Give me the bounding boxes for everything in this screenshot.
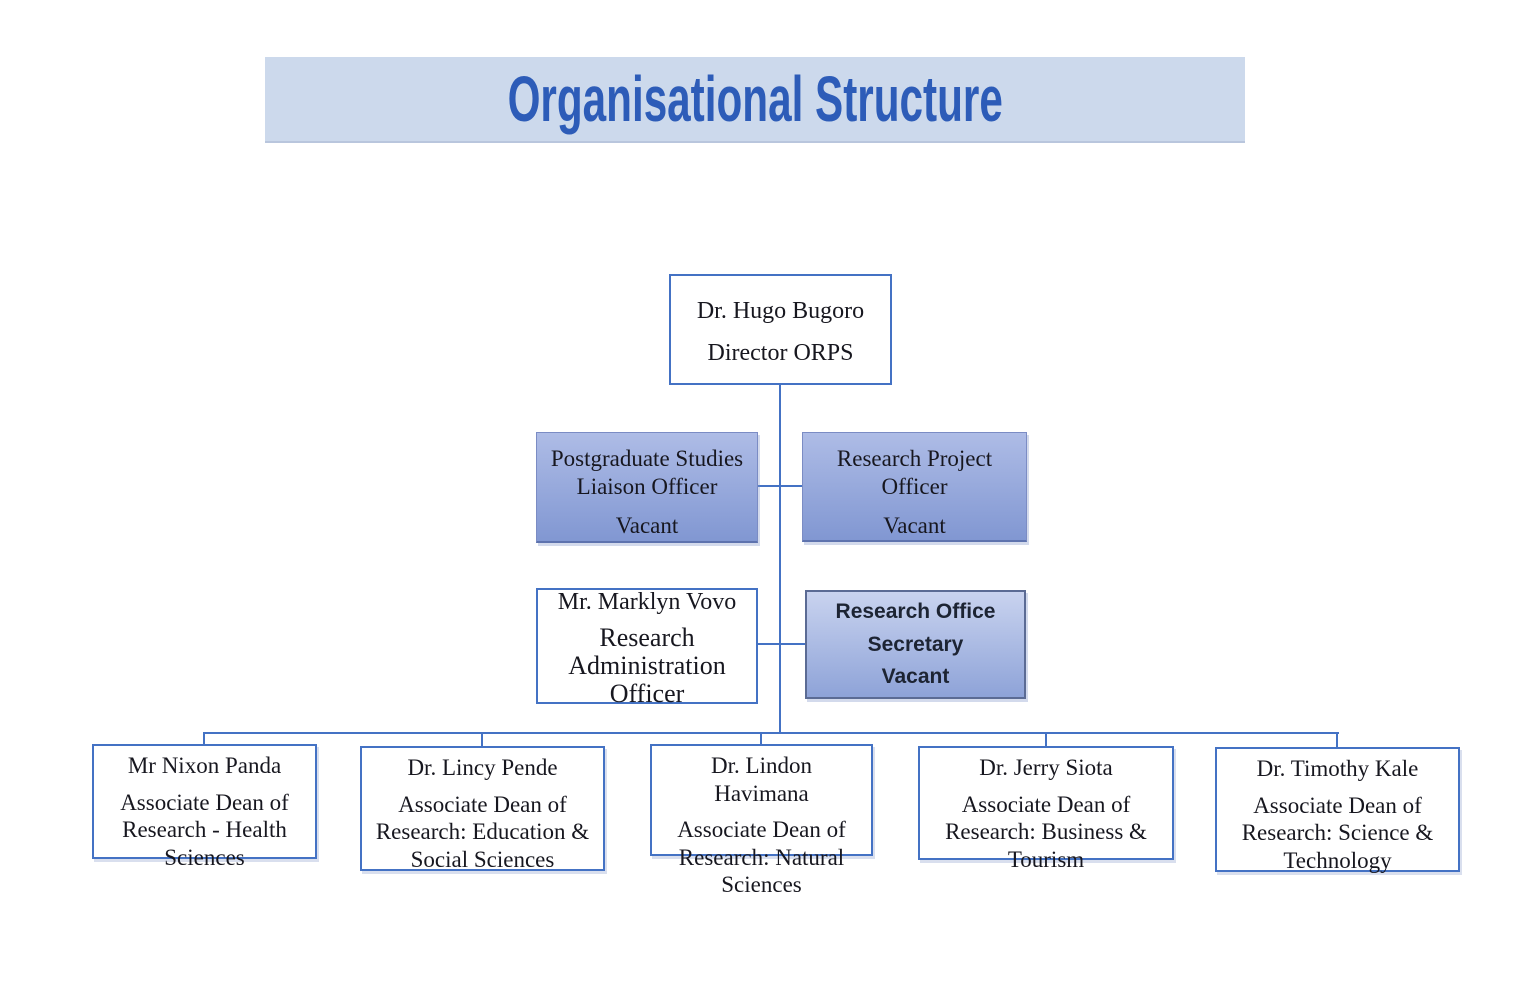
director-box: Dr. Hugo Bugoro Director ORPS <box>669 274 892 385</box>
person-name: Mr. Marklyn Vovo <box>557 589 737 615</box>
person-role: Director ORPS <box>707 340 854 366</box>
person-name: Dr. Lincy Pende <box>407 755 558 780</box>
connector-drop-dean-5 <box>1336 732 1338 749</box>
connector-drop-dean-1 <box>203 732 205 746</box>
vacancy-status: Vacant <box>883 513 946 539</box>
person-role: Research Administration Officer <box>568 622 726 708</box>
person-role: Associate Dean of Research: Science & Te… <box>1241 792 1434 873</box>
connector-drop-dean-4 <box>1045 732 1047 748</box>
vacancy-status: Vacant <box>615 513 679 539</box>
research-office-secretary-box: Research Office Secretary Vacant <box>805 590 1026 699</box>
dean-box-business-tourism: Dr. Jerry Siota Associate Dean of Resear… <box>918 746 1174 872</box>
connector-row3-horizontal <box>758 643 807 645</box>
role-label: Secretary <box>867 632 964 656</box>
title-banner: Organisational Structure <box>265 57 1245 143</box>
person-role: Associate Dean of Research: Business & T… <box>945 791 1147 872</box>
person-name: Dr. Jerry Siota <box>979 755 1113 780</box>
person-name: Dr. Hugo Bugoro <box>696 298 865 324</box>
connector-distributor-horizontal <box>203 732 1339 734</box>
person-name: Dr. Timothy Kale <box>1256 756 1419 781</box>
connector-trunk-vertical <box>779 385 781 734</box>
page-title: Organisational Structure <box>507 63 1003 135</box>
connector-drop-dean-3 <box>760 732 762 746</box>
role-line: Officer <box>881 473 948 499</box>
person-name: Dr. Lindon Havimana <box>711 753 824 806</box>
role-line: Postgraduate Studies <box>550 446 744 471</box>
person-role: Associate Dean of Research: Education & … <box>375 791 590 872</box>
role-line: Liaison Officer <box>576 473 718 499</box>
vacancy-status: Vacant <box>881 664 950 688</box>
connector-row2-horizontal <box>758 485 804 487</box>
dean-box-natural-sciences: Dr. Lindon Havimana Associate Dean of Re… <box>650 744 873 897</box>
person-role: Associate Dean of Research - Health Scie… <box>120 789 289 870</box>
person-role: Associate Dean of Research: Natural Scie… <box>677 817 846 898</box>
connector-drop-dean-2 <box>481 732 483 748</box>
postgraduate-liaison-officer-box: Postgraduate Studies Liaison Officer Vac… <box>536 432 758 543</box>
research-project-officer-box: Research Project Officer Vacant <box>802 432 1027 542</box>
dean-box-health-sciences: Mr Nixon Panda Associate Dean of Researc… <box>92 744 317 870</box>
research-administration-officer-box: Mr. Marklyn Vovo Research Administration… <box>536 588 758 707</box>
role-line: Research Project <box>836 446 993 471</box>
dean-box-education-social-sciences: Dr. Lincy Pende Associate Dean of Resear… <box>360 746 605 872</box>
office-label: Research Office <box>835 600 996 624</box>
dean-box-science-technology: Dr. Timothy Kale Associate Dean of Resea… <box>1215 747 1460 873</box>
person-name: Mr Nixon Panda <box>127 753 282 778</box>
